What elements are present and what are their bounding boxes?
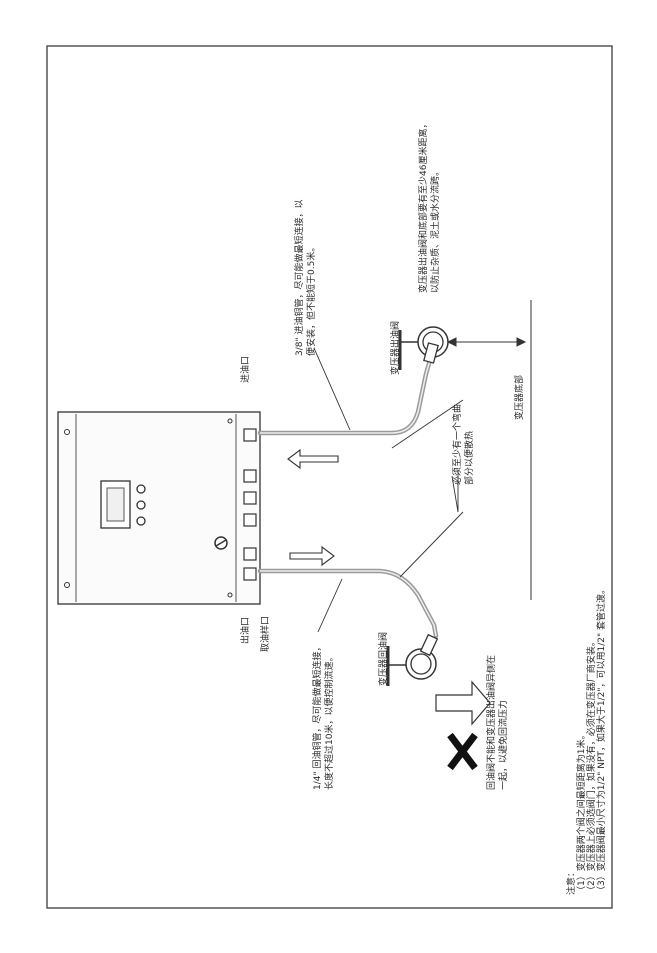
no-flow-arrow-icon xyxy=(435,680,491,726)
pipe-38-note-line1: 3/8" 进油铜管，尽可能做最短连接，以 xyxy=(293,200,305,357)
device-button xyxy=(136,484,146,494)
leader-line xyxy=(391,399,464,449)
transformer-bottom-label: 变压器底部 xyxy=(513,375,525,420)
mount-hole xyxy=(64,582,70,588)
device-unit xyxy=(57,411,261,605)
device-button xyxy=(136,500,146,510)
leader-line xyxy=(399,511,464,578)
outlet-valve-note-line2: 以防止杂质、泥土或水分流跨。 xyxy=(429,167,441,293)
return-valve xyxy=(386,633,439,686)
return-valve-note-line2: 一起，以避免回流压力 xyxy=(497,700,509,790)
device-button xyxy=(136,516,146,526)
outlet-valve-note-line1: 变压器出油阀和底部要有至少46厘米距离， xyxy=(417,120,429,293)
leader-line xyxy=(451,470,459,513)
note-item: （2）变压器上必须选阀门，如果没有，必须在变压器厂商安装。 xyxy=(585,637,597,895)
mount-hole xyxy=(64,429,70,435)
notes-title: 注意： xyxy=(565,868,577,895)
cable-gland-icon xyxy=(214,536,228,550)
outlet-valve xyxy=(398,326,449,370)
device-fittings xyxy=(243,428,257,581)
distance-dimension xyxy=(446,300,532,600)
screw xyxy=(227,592,233,598)
outlet-valve-label: 变压器出油阀 xyxy=(389,321,401,375)
leader-line xyxy=(317,578,343,633)
outlet-port-label: 出油口 xyxy=(239,617,251,644)
pipe-14-note-line1: 1/4" 回油铜管，尽可能做最短连接， xyxy=(311,643,323,791)
leader-line xyxy=(313,347,351,431)
inlet-pipe-38 xyxy=(257,357,433,436)
return-pipe-14 xyxy=(257,568,439,639)
bend-note-line2: 部分以便散热 xyxy=(463,431,475,485)
note-item: （3）变压器阀最小尺寸为1/2" NPT，如果大于1/2"，可以用1/2" 套管… xyxy=(595,585,607,895)
screw xyxy=(227,418,233,424)
return-valve-note-line1: 回油阀不能和变压器出油阀异侧在 xyxy=(485,655,497,790)
flow-arrow-left-icon xyxy=(287,448,339,470)
inlet-port-label: 进油口 xyxy=(239,356,251,383)
return-valve-label: 变压器回油阀 xyxy=(377,632,389,686)
sample-port-label: 取油样口 xyxy=(259,616,271,652)
flow-arrow-right-icon xyxy=(289,545,335,567)
note-item: （1）变压器两个阀之间最短距离为1米。 xyxy=(575,731,587,895)
pipe-38-note-line2: 便安装，但不能短于0.5米。 xyxy=(305,243,317,356)
pipe-14-note-line2: 长度不超过10米，以便控制流速。 xyxy=(323,653,335,790)
lcd-display xyxy=(100,480,131,529)
drawing-frame xyxy=(46,45,613,909)
prohibited-x-icon xyxy=(447,732,478,771)
bend-note-line1: 必须至少有一个弯曲 xyxy=(451,404,463,485)
